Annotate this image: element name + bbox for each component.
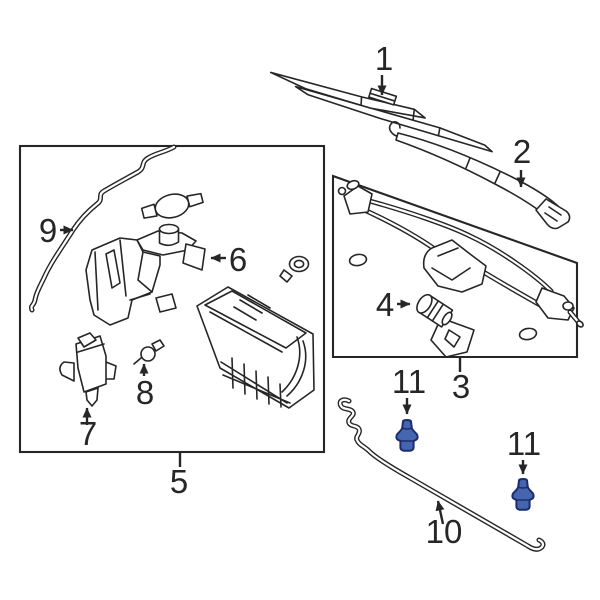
washer-nozzle-left: [395, 419, 419, 452]
arm-pivot-end: [535, 198, 571, 230]
linkage-box-frame: [331, 174, 579, 359]
washer-pump: [59, 332, 117, 407]
callout-9-label: 9: [39, 212, 57, 249]
reservoir-detail-lines: [94, 239, 153, 311]
linkage-box-group: [331, 174, 584, 359]
clip-hole: [293, 259, 305, 269]
washer-nozzle-right: [511, 478, 535, 511]
filter-body: [154, 193, 190, 219]
filter-stub-left: [140, 203, 158, 219]
reservoir-flange: [182, 243, 206, 271]
callout-2-label: 2: [513, 133, 531, 170]
callout-2: 2: [513, 133, 531, 188]
pump-tab-left: [59, 361, 75, 382]
callout-1: 1: [375, 40, 393, 96]
grommet-spout: [151, 339, 165, 352]
filler-cap: [158, 223, 180, 235]
callout-10-arrow: [435, 500, 445, 525]
wiper-motor: [416, 293, 475, 358]
inline-filter: [140, 192, 204, 219]
callout-1-label: 1: [375, 40, 393, 77]
reservoir-box-group: [18, 146, 326, 454]
callout-6-label: 6: [229, 241, 247, 278]
motor-cylinder: [416, 293, 454, 328]
mounting-clip: [279, 255, 310, 283]
motor-bracket: [430, 317, 475, 358]
center-bracket-lines: [431, 247, 471, 281]
callout-5-label: 5: [170, 463, 188, 500]
pivot-post-left: [346, 179, 360, 191]
motor-cap: [416, 293, 433, 314]
pump-detail-line: [77, 343, 105, 353]
callout-11-left: 11: [392, 363, 426, 415]
callout-9: 9: [39, 212, 74, 249]
arm-detail-lines: [465, 157, 562, 222]
blade-frame: [269, 71, 426, 119]
callout-11-left-label: 11: [392, 363, 426, 400]
callout-3: 3: [452, 358, 470, 405]
nozzle-body: [395, 419, 419, 452]
callout-5: 5: [170, 453, 188, 500]
callout-7: 7: [79, 407, 97, 452]
blade-detail-lines: [360, 92, 441, 137]
tray-silhouette: [196, 286, 315, 409]
pivot-bracket-left: [343, 185, 373, 215]
arm-hook: [388, 121, 401, 138]
cowl-hole-right: [518, 327, 538, 341]
tray-rim: [204, 290, 307, 349]
motor-bracket-slot: [444, 329, 461, 348]
clip-stub: [279, 269, 293, 283]
shaft-cap: [576, 320, 584, 328]
clip-ring: [288, 255, 310, 273]
pivot-bracket-right: [535, 287, 575, 321]
tray-interior-lines: [209, 294, 288, 404]
grommet-tail: [133, 357, 142, 365]
washer-reservoir: [85, 223, 206, 326]
reservoir-slot: [105, 249, 121, 289]
wiper-linkage: [337, 179, 584, 328]
nozzle-body: [511, 478, 535, 511]
callout-10: 10: [426, 500, 463, 550]
callout-7-label: 7: [79, 415, 97, 452]
callout-8: 8: [136, 363, 154, 411]
wiper-arm: [388, 121, 571, 230]
pump-inlet: [77, 332, 97, 348]
center-bracket: [422, 239, 487, 293]
pivot-post-right: [562, 301, 574, 311]
motor-hub: [441, 311, 453, 326]
nozzle-detail: [515, 486, 531, 501]
callout-11-right-label: 11: [507, 425, 541, 462]
reservoir-tab: [155, 293, 177, 313]
pump-nozzle: [85, 387, 99, 407]
grommet-ring: [140, 346, 156, 362]
motor-ribs: [426, 300, 445, 322]
washer-grommet: [133, 339, 165, 365]
cowl-hole-left: [348, 253, 368, 267]
reservoir-tray: [196, 286, 315, 409]
tray-strap: [281, 336, 307, 397]
pivot-knob-left: [337, 186, 347, 196]
callout-4-label: 4: [376, 286, 394, 323]
tray-grid: [222, 357, 291, 408]
callout-6: 6: [210, 241, 247, 278]
callout-4: 4: [376, 286, 411, 323]
callout-11-right: 11: [507, 425, 541, 475]
wiper-blade: [269, 71, 493, 153]
callout-8-label: 8: [136, 374, 154, 411]
callout-10-label: 10: [426, 513, 463, 550]
nozzle-detail: [399, 427, 415, 442]
callout-3-label: 3: [452, 368, 470, 405]
